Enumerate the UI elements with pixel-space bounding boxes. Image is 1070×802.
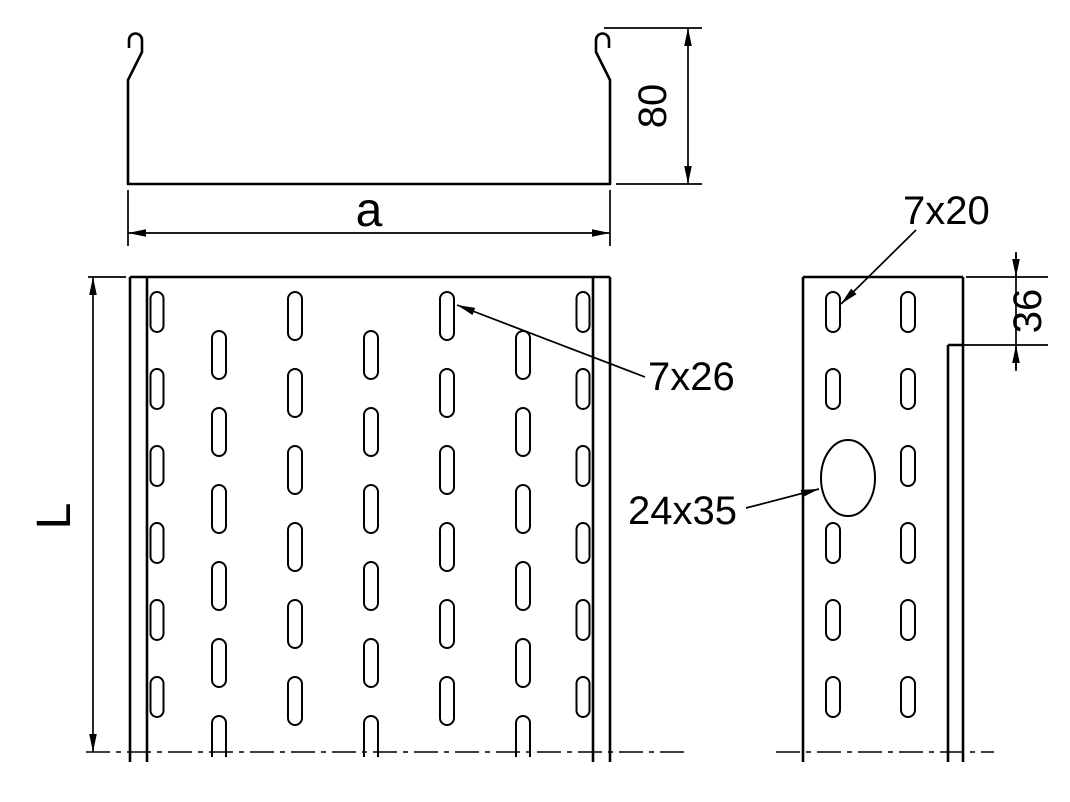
perforation-slot (363, 330, 379, 380)
perforation-slot (900, 522, 916, 564)
perforation-slot (439, 599, 455, 649)
perforation-slot (149, 676, 165, 718)
dim-length: L (28, 276, 126, 752)
perforation-slot (825, 599, 841, 641)
perforation-slot (515, 330, 531, 380)
perforation-slot (515, 638, 531, 688)
perforation-slot (825, 522, 841, 564)
perforation-slot (363, 638, 379, 688)
perforation-slot (211, 407, 227, 457)
perforation-slot (575, 676, 591, 718)
perforation-slot (575, 445, 591, 487)
perforation-slot (439, 445, 455, 495)
perforation-slot (211, 715, 227, 757)
perforation-slot (363, 715, 379, 757)
perforation-slot (515, 715, 531, 757)
perforation-slot (211, 484, 227, 534)
perforation-slot (575, 599, 591, 641)
perforation-slot (900, 368, 916, 410)
dim-width-label: a (356, 184, 383, 237)
callout-side-slot-label: 7x20 (903, 189, 990, 233)
perforation-slot (149, 368, 165, 410)
perforation-slot (439, 676, 455, 726)
perforation-slot (211, 638, 227, 688)
perforation-slot (515, 407, 531, 457)
dim-flange-label: 36 (1006, 289, 1050, 334)
dim-height: 80 (604, 27, 702, 185)
plan-outline (128, 275, 612, 762)
plan-perforations (149, 291, 591, 757)
side-outline (801, 275, 965, 762)
dim-length-label: L (28, 503, 81, 530)
callout-oval-leader (745, 488, 820, 509)
section-view: 80 a (126, 27, 702, 246)
perforation-slot (287, 676, 303, 726)
perforation-slot (287, 368, 303, 418)
perforation-slot (515, 561, 531, 611)
perforation-slot (287, 291, 303, 341)
perforation-slot (900, 599, 916, 641)
perforation-slot (211, 330, 227, 380)
perforation-slot (900, 445, 916, 487)
perforation-slot (575, 368, 591, 410)
perforation-slot (825, 676, 841, 718)
callout-bottom-slot: 7x26 (456, 304, 735, 399)
side-view: 36 7x20 24x35 (628, 189, 1050, 762)
perforation-slot (287, 599, 303, 649)
perforation-slot (439, 522, 455, 572)
section-profile (126, 32, 612, 186)
perforation-slot (363, 484, 379, 534)
perforation-slot (575, 522, 591, 564)
callout-oval-label: 24x35 (628, 489, 737, 533)
perforation-slot (825, 368, 841, 410)
callout-oval: 24x35 (628, 488, 820, 533)
perforation-slot (363, 561, 379, 611)
dim-height-label: 80 (631, 84, 675, 129)
perforation-slot (287, 522, 303, 572)
perforation-slot (211, 561, 227, 611)
perforation-slot (900, 291, 916, 333)
perforation-slot (149, 445, 165, 487)
perforation-slot (825, 291, 841, 333)
dim-width: a (127, 184, 611, 246)
perforation-slot (149, 291, 165, 333)
perforation-slot (515, 484, 531, 534)
perforation-slot (575, 291, 591, 333)
callout-bottom-slot-leader (456, 304, 646, 378)
side-oval-hole (820, 439, 876, 517)
callout-bottom-slot-label: 7x26 (648, 355, 735, 399)
perforation-slot (287, 445, 303, 495)
side-perforations (820, 291, 916, 718)
callout-side-slot: 7x20 (840, 189, 990, 305)
perforation-slot (149, 599, 165, 641)
dim-flange: 36 (952, 252, 1050, 371)
perforation-slot (439, 368, 455, 418)
callout-side-slot-leader (840, 229, 917, 305)
perforation-slot (363, 407, 379, 457)
perforation-slot (149, 522, 165, 564)
perforation-slot (900, 676, 916, 718)
perforation-slot (439, 291, 455, 341)
plan-view: L 7x26 (28, 275, 735, 762)
